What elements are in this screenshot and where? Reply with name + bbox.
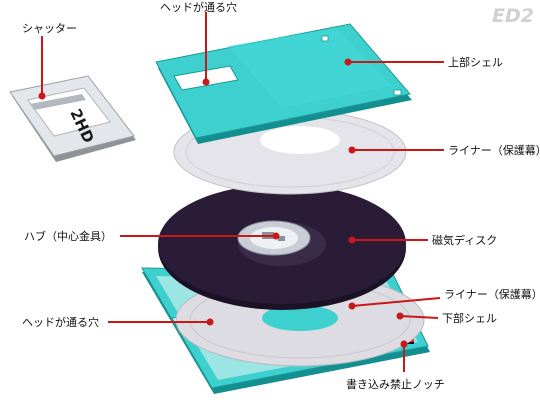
label-head-hole-top: ヘッドが通る穴 bbox=[160, 0, 237, 14]
label-liner-top: ライナー（保護幕） bbox=[448, 143, 540, 157]
label-upper-shell: 上部シェル bbox=[448, 55, 503, 69]
label-lower-shell: 下部シェル bbox=[442, 311, 497, 325]
leader-lower-shell bbox=[399, 315, 439, 319]
upper-shell bbox=[155, 23, 412, 144]
shutter: 2HD bbox=[9, 75, 136, 162]
label-hub: ハブ（中心金具） bbox=[24, 229, 112, 243]
label-head-hole-bottom: ヘッドが通る穴 bbox=[22, 315, 99, 329]
leader-lines bbox=[41, 12, 444, 372]
label-magnetic-disk: 磁気ディスク bbox=[432, 233, 497, 247]
logo-mark: ED2 bbox=[492, 5, 534, 27]
leader-dots bbox=[38, 58, 408, 348]
label-liner-bottom: ライナー（保護幕） bbox=[444, 287, 540, 301]
label-write-protect: 書き込み禁止ノッチ bbox=[346, 377, 445, 391]
magnetic-disk bbox=[158, 184, 406, 310]
label-shutter: シャッター bbox=[22, 22, 77, 35]
leader-liner-bottom bbox=[351, 297, 441, 307]
